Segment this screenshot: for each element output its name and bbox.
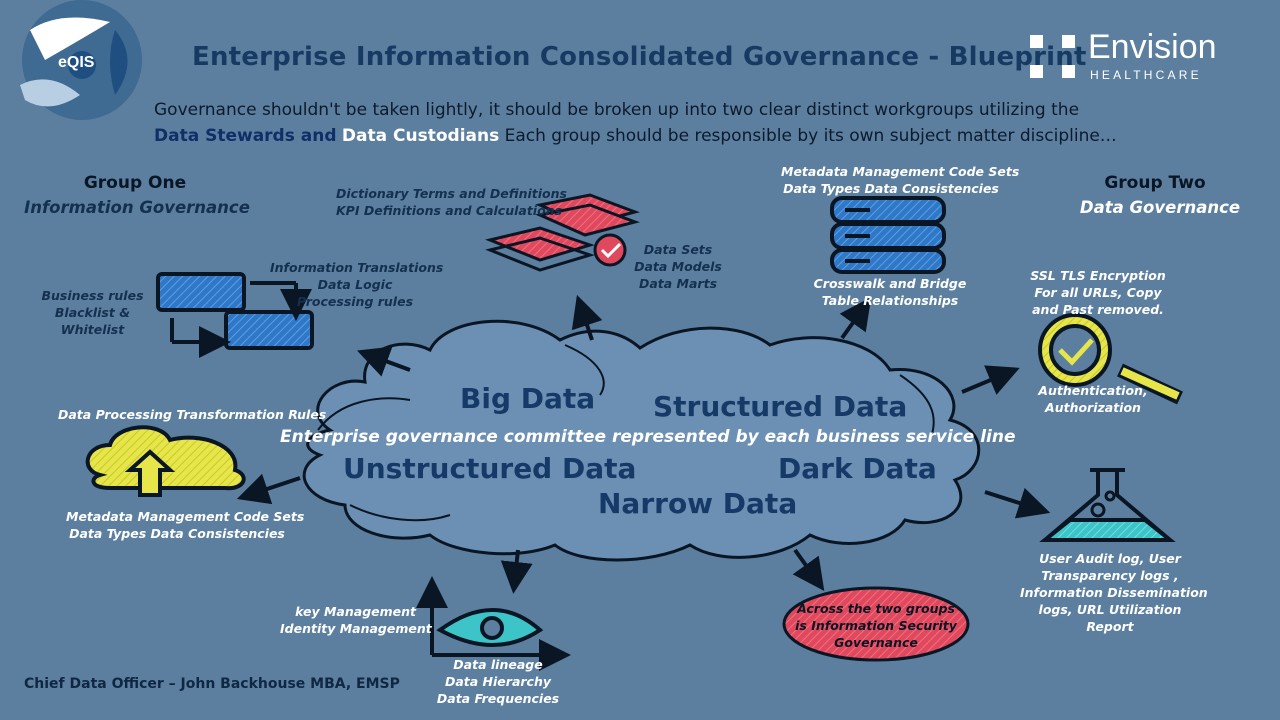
cloud-dark-data: Dark Data xyxy=(778,452,937,485)
subtitle-stewards: Data Stewards and xyxy=(154,126,337,146)
footer-credit: Chief Data Officer – John Backhouse MBA,… xyxy=(24,676,400,692)
eqis-logo-icon xyxy=(20,0,142,120)
cloud-unstructured-data: Unstructured Data xyxy=(343,452,637,485)
data-cloud-shape xyxy=(302,319,981,562)
healthcare-logo-text: HEALTHCARE xyxy=(1090,68,1202,82)
subtitle-line-1: Governance shouldn't be taken lightly, i… xyxy=(154,100,1080,120)
group-two-heading: Group Two xyxy=(1104,173,1206,193)
subtitle-rest: Each group should be responsible by its … xyxy=(504,126,1117,146)
connector-arrows xyxy=(236,294,1051,594)
cloud-big-data: Big Data xyxy=(460,382,596,415)
data-processing-label: Data Processing Transformation Rules xyxy=(58,407,327,422)
cloud-structured-data: Structured Data xyxy=(653,390,908,423)
cloud-transfer-icon xyxy=(85,425,246,497)
server-rack-icon xyxy=(830,196,946,274)
group-two-subheading: Data Governance xyxy=(1079,198,1241,217)
flask-icon xyxy=(1039,468,1176,542)
database-layers-icon xyxy=(485,193,640,272)
security-oval-shape xyxy=(782,586,970,662)
group-one-heading: Group One xyxy=(83,173,187,193)
monitors-sync-icon xyxy=(156,272,314,358)
envision-logo-text: Envision xyxy=(1088,28,1217,66)
eqis-logo-text: eQIS xyxy=(58,54,95,71)
subtitle-line-2: Data Stewards and Data Custodians Each g… xyxy=(154,126,1117,146)
auth-label: Authentication,Authorization xyxy=(1038,383,1148,415)
eye-lineage-icon xyxy=(416,576,571,671)
cloud-center-line: Enterprise governance committee represen… xyxy=(280,427,1016,447)
subtitle-custodians: Data Custodians xyxy=(341,126,500,146)
group-one-subheading: Information Governance xyxy=(24,198,250,217)
cloud-narrow-data: Narrow Data xyxy=(598,487,798,520)
magnifier-check-icon xyxy=(1038,313,1183,405)
envision-logo-icon xyxy=(1030,35,1075,78)
page-title: Enterprise Information Consolidated Gove… xyxy=(192,42,1087,72)
